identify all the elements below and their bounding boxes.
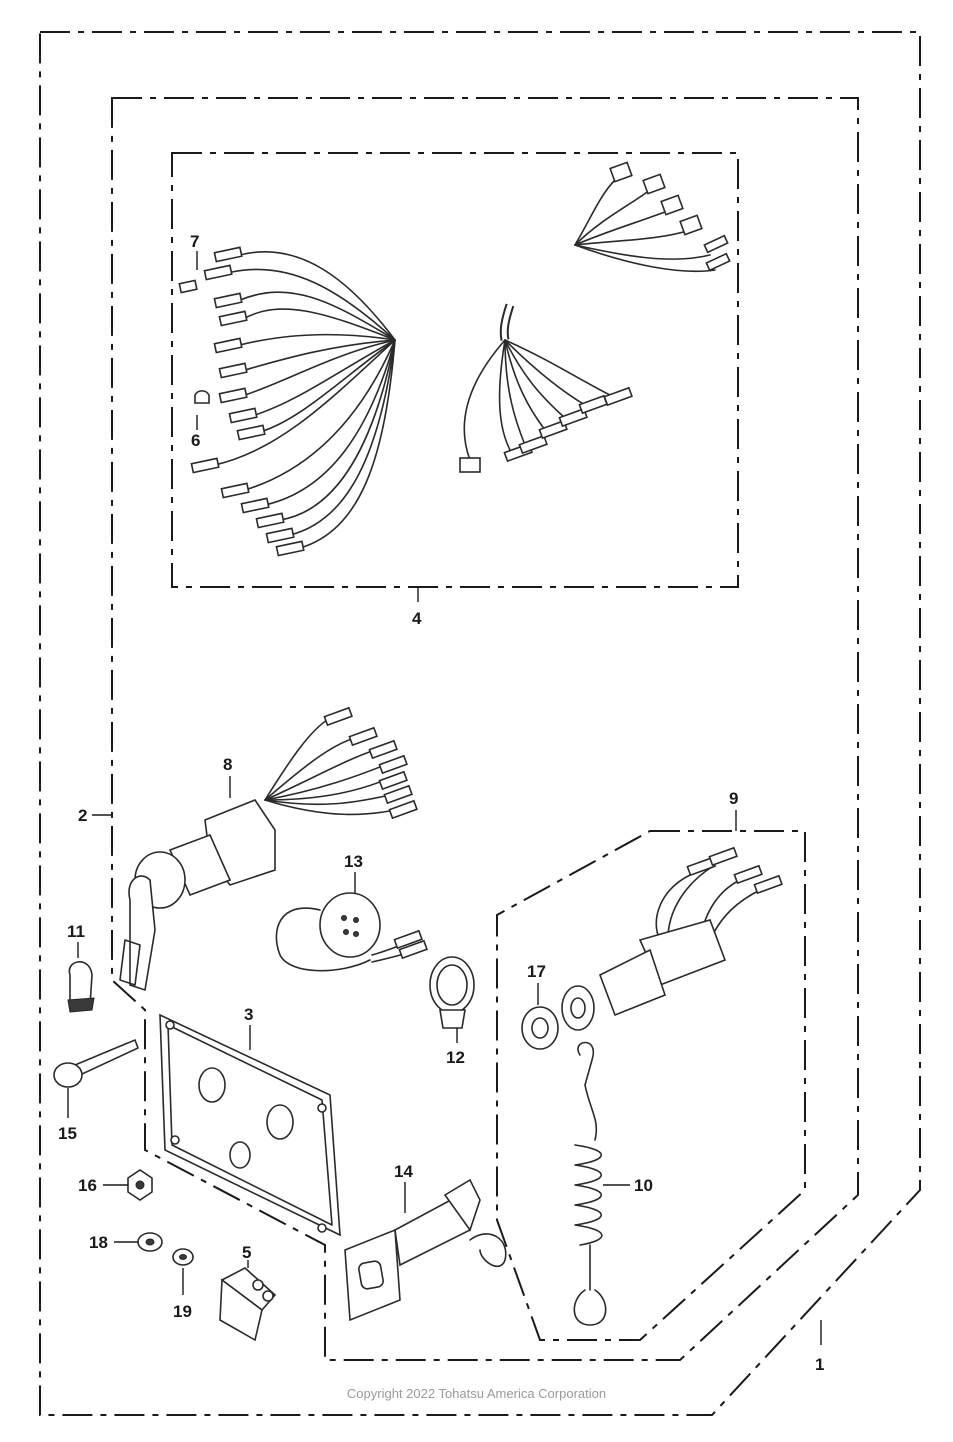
callout-12: 12 xyxy=(446,1048,465,1067)
buzzer-13 xyxy=(275,892,428,972)
outline-stop-switch-9 xyxy=(496,830,806,1341)
callout-10: 10 xyxy=(634,1176,653,1195)
outline-kit-1 xyxy=(39,31,921,1416)
washer-19 xyxy=(172,1248,194,1266)
callout-3: 3 xyxy=(244,1005,253,1024)
callout-13: 13 xyxy=(344,852,363,871)
key-switch-8 xyxy=(119,706,418,992)
outline-harness-4 xyxy=(171,152,739,588)
callout-9: 9 xyxy=(729,789,738,808)
callout-7: 7 xyxy=(190,232,199,251)
clamp-12 xyxy=(429,956,475,1029)
mounting-plate-3 xyxy=(159,1013,341,1237)
callout-11: 11 xyxy=(67,922,85,941)
screw-15 xyxy=(53,1038,140,1088)
callout-2: 2 xyxy=(78,806,87,825)
callout-17: 17 xyxy=(527,962,546,981)
callout-4: 4 xyxy=(412,609,422,628)
callout-19: 19 xyxy=(173,1302,192,1321)
stop-switch-9 xyxy=(561,846,783,1031)
callout-1: 1 xyxy=(815,1355,824,1374)
wiring-harness xyxy=(178,161,731,557)
bracket-14 xyxy=(344,1178,507,1322)
connector-5 xyxy=(219,1267,277,1342)
washer-18 xyxy=(137,1232,163,1252)
callout-14: 14 xyxy=(394,1162,413,1181)
callout-6: 6 xyxy=(191,431,200,450)
callout-16: 16 xyxy=(78,1176,97,1195)
sleeve-7 xyxy=(178,279,198,294)
copyright-notice: Copyright 2022 Tohatsu America Corporati… xyxy=(346,1386,607,1401)
callout-15: 15 xyxy=(58,1124,77,1143)
callout-5: 5 xyxy=(242,1243,251,1262)
clip-11 xyxy=(67,961,95,1013)
outline-assembly-2 xyxy=(111,97,859,1361)
ring-nut-17 xyxy=(521,1006,559,1050)
lanyard-10 xyxy=(573,1041,607,1326)
cap-6 xyxy=(194,390,210,404)
nut-16 xyxy=(127,1169,153,1201)
bullet-connectors-left xyxy=(190,246,305,557)
callout-8: 8 xyxy=(223,755,232,774)
callout-18: 18 xyxy=(89,1233,108,1252)
